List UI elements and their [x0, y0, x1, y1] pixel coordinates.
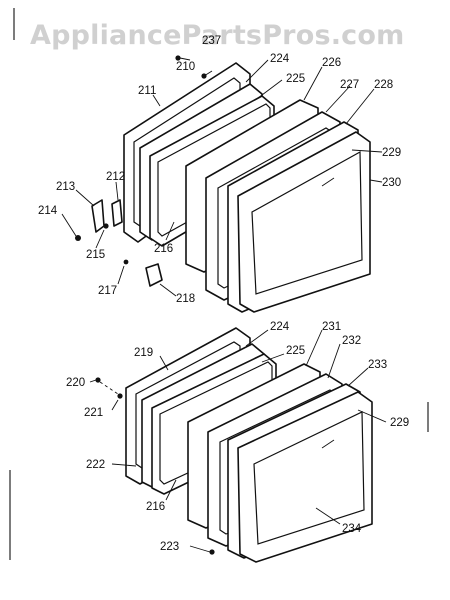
callout-225-lower: 225 — [286, 345, 305, 357]
glass-reflection-lower — [321, 439, 335, 449]
callout-228: 228 — [374, 79, 393, 91]
callout-232: 232 — [342, 335, 361, 347]
callout-215: 215 — [86, 249, 105, 261]
callout-223: 223 — [160, 541, 179, 553]
callout-234: 234 — [342, 523, 362, 535]
callout-227: 227 — [340, 79, 359, 91]
bottom-callout-labels: 224 231 219 225 232 233 220 221 229 222 … — [66, 321, 409, 553]
callout-211: 211 — [138, 85, 156, 97]
top-callout-labels: 237 210 211 224 225 226 227 228 229 230 … — [38, 35, 401, 305]
watermark-text: AppliancePartsPros.com — [30, 20, 404, 51]
part-221-screw — [117, 393, 123, 399]
top-leader-lines — [61, 57, 383, 297]
part-230-window-opening — [251, 150, 363, 295]
callout-225: 225 — [286, 73, 305, 85]
part-230-outer-door — [237, 131, 371, 313]
callout-210: 210 — [176, 61, 195, 73]
part-218-latch-bracket — [145, 263, 163, 287]
callout-216-lower: 216 — [146, 501, 165, 513]
top-door-assembly — [75, 55, 371, 313]
callout-212: 212 — [106, 171, 125, 183]
callout-222: 222 — [86, 459, 105, 471]
part-237-screw — [175, 55, 181, 61]
callout-231: 231 — [322, 321, 341, 333]
part-220-screw — [95, 377, 101, 383]
callout-220: 220 — [66, 377, 85, 389]
callout-216: 216 — [154, 243, 173, 255]
callout-229-lower: 229 — [390, 417, 409, 429]
glass-reflection — [321, 177, 335, 187]
callout-224: 224 — [270, 53, 290, 65]
callout-218: 218 — [176, 293, 195, 305]
callout-237: 237 — [202, 35, 221, 47]
callout-230: 230 — [382, 177, 401, 189]
part-213-hinge — [91, 199, 105, 233]
callout-229: 229 — [382, 147, 401, 159]
bottom-door-assembly — [95, 327, 373, 563]
callout-224-lower: 224 — [270, 321, 290, 333]
part-215-screw — [103, 223, 109, 229]
callout-226: 226 — [322, 57, 341, 69]
callout-214: 214 — [38, 205, 58, 217]
callout-233: 233 — [368, 359, 387, 371]
callout-213: 213 — [56, 181, 75, 193]
part-217-clip — [123, 259, 129, 265]
callout-221: 221 — [84, 407, 103, 419]
callout-219: 219 — [134, 347, 153, 359]
screw-path-dashed — [99, 381, 119, 395]
part-212-hinge-bracket — [111, 199, 123, 227]
part-214-screw — [75, 235, 81, 241]
part-234-outer-door — [237, 391, 373, 563]
callout-217: 217 — [98, 285, 117, 297]
part-223-screw — [209, 549, 215, 555]
part-234-window-opening — [253, 411, 365, 545]
bottom-leader-lines — [89, 329, 387, 553]
